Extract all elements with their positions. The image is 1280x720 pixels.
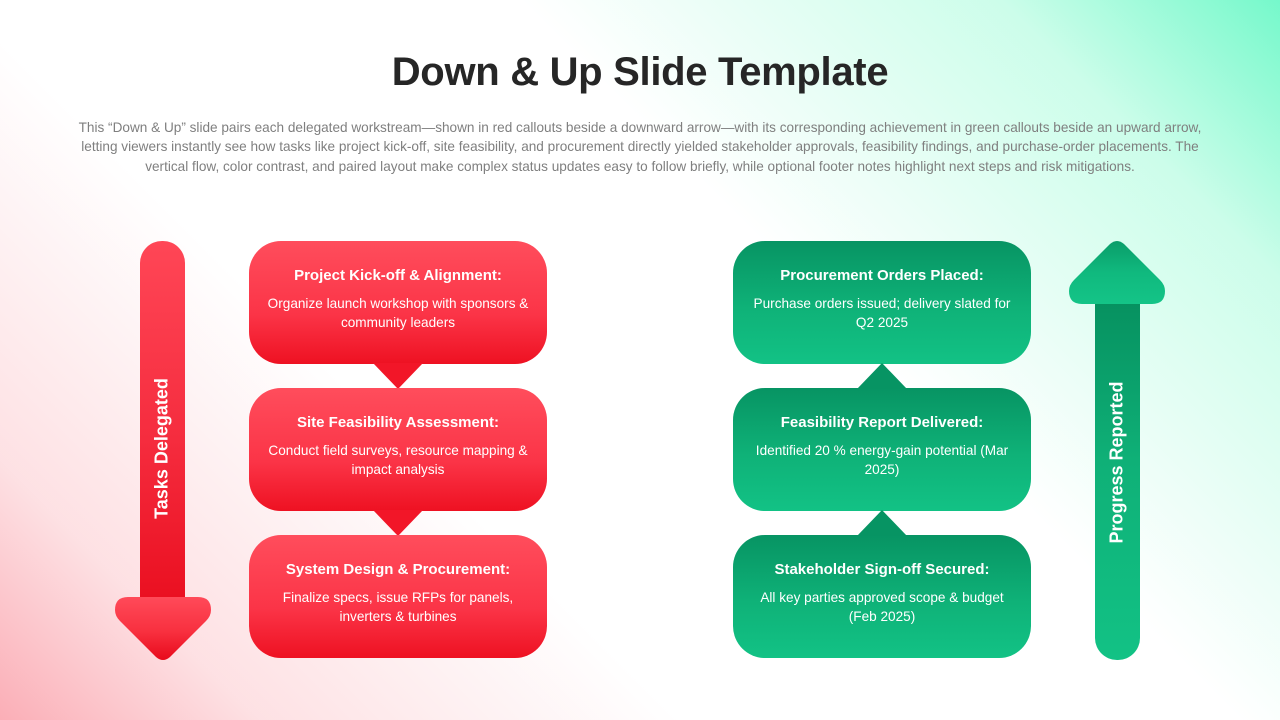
progress-card: Stakeholder Sign-off Secured: All key pa… xyxy=(733,535,1031,658)
progress-card-text: Identified 20 % energy-gain potential (M… xyxy=(755,442,1009,478)
task-card-title: System Design & Procurement: xyxy=(285,560,511,578)
progress-card: Feasibility Report Delivered: Identified… xyxy=(733,388,1031,511)
progress-connector-pointer xyxy=(857,363,907,389)
task-card-text: Finalize specs, issue RFPs for panels, i… xyxy=(282,589,514,625)
up-arrow-shaft xyxy=(1095,296,1140,660)
slide-description: This “Down & Up” slide pairs each delega… xyxy=(78,120,1202,174)
task-card-text: Conduct field surveys, resource mapping … xyxy=(268,442,528,478)
progress-card-title: Stakeholder Sign-off Secured: xyxy=(774,560,990,578)
task-card-title: Site Feasibility Assessment: xyxy=(296,413,500,431)
arrow-up-icon xyxy=(1069,241,1165,304)
progress-card-text: All key parties approved scope & budget … xyxy=(760,589,1004,625)
up-arrow-label: Progress Reported xyxy=(1106,381,1127,544)
progress-card-title: Feasibility Report Delivered: xyxy=(780,413,984,431)
task-connector-pointer xyxy=(373,363,423,389)
down-arrow-label: Tasks Delegated xyxy=(151,378,172,519)
progress-connector-pointer xyxy=(857,510,907,536)
task-card: Site Feasibility Assessment: Conduct fie… xyxy=(249,388,547,511)
down-arrow-shaft xyxy=(140,241,185,603)
progress-card-title: Procurement Orders Placed: xyxy=(780,266,984,284)
slide-title: Down & Up Slide Template xyxy=(391,50,889,94)
task-card-title: Project Kick-off & Alignment: xyxy=(294,266,502,284)
task-card: Project Kick-off & Alignment: Organize l… xyxy=(249,241,547,364)
task-card: System Design & Procurement: Finalize sp… xyxy=(249,535,547,658)
progress-card-text: Purchase orders issued; delivery slated … xyxy=(753,295,1011,331)
arrow-down-icon xyxy=(115,597,211,660)
task-card-text: Organize launch workshop with sponsors &… xyxy=(267,295,529,331)
progress-card: Procurement Orders Placed: Purchase orde… xyxy=(733,241,1031,364)
task-connector-pointer xyxy=(373,510,423,536)
